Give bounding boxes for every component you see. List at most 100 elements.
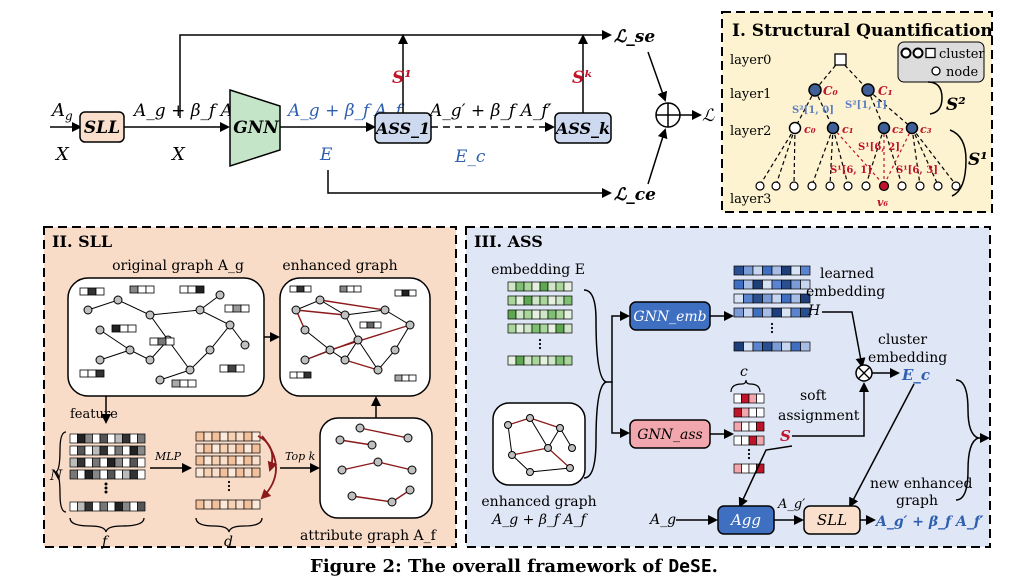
feature-cell	[137, 457, 146, 468]
s1-label-a: S¹[6, 2]	[858, 142, 900, 153]
feature-cell	[122, 433, 131, 444]
learned-cell	[790, 265, 801, 276]
embedding-cell	[523, 355, 533, 366]
ec-label: E_c	[454, 147, 486, 167]
ass1-label: ASS_1	[374, 119, 430, 138]
f-brace	[69, 517, 145, 533]
feature-cell	[107, 445, 116, 456]
assignment-dots	[747, 456, 751, 460]
c-brace	[730, 379, 761, 393]
learned-dots	[770, 326, 774, 330]
d-cell	[219, 467, 229, 478]
assignment-cell	[756, 435, 765, 446]
panel3-frame	[465, 226, 991, 548]
feature-cell	[114, 469, 123, 480]
learned-cell	[743, 341, 754, 352]
assignment-dots	[747, 452, 751, 456]
embedding-cell	[555, 323, 565, 334]
embedding-dots	[538, 338, 542, 342]
n-label: N	[49, 468, 63, 484]
feature-cell	[99, 433, 108, 444]
topk-curve-2	[260, 435, 277, 500]
embedding-cell	[531, 323, 541, 334]
feature-matrix	[69, 433, 146, 512]
d-cell	[211, 443, 221, 454]
l1-node-c0	[808, 83, 822, 97]
panel3-title: III. ASS	[474, 232, 543, 251]
embedding-cell	[547, 281, 557, 292]
layer3-label: layer3	[730, 192, 771, 207]
gnn-label: GNN	[233, 118, 280, 138]
legend-node-icon	[931, 66, 941, 76]
embedding-cell	[555, 295, 565, 306]
d-cell	[219, 443, 229, 454]
e-label: E	[319, 145, 333, 165]
original-feature-chips	[79, 285, 250, 388]
assignment-cell	[748, 407, 757, 418]
d-cell	[235, 431, 245, 442]
embedding-cell	[507, 281, 517, 292]
gnn-block	[229, 88, 281, 168]
embedding-cell	[523, 323, 533, 334]
ass-graph-nodes	[504, 414, 576, 476]
assignment-cell	[748, 421, 757, 432]
embedding-dots	[538, 346, 542, 350]
learned-cell	[762, 341, 773, 352]
d-cell	[227, 455, 237, 466]
learned-cell	[743, 265, 754, 276]
learned-cell	[790, 279, 801, 290]
embedding-cell	[507, 309, 517, 320]
embedding-cell	[539, 309, 549, 320]
legend-cluster-icon	[900, 47, 912, 59]
loss-se: ℒ_se	[614, 27, 655, 47]
feature-cell	[114, 501, 123, 512]
embedding-cell	[507, 355, 517, 366]
assignment-matrix	[733, 393, 765, 474]
feature-cell	[137, 445, 146, 456]
assignment-cell	[741, 435, 750, 446]
embedding-cell	[539, 355, 549, 366]
learned-cell	[771, 279, 782, 290]
feature-cell	[137, 469, 146, 480]
feature-cell	[77, 445, 86, 456]
leaf-v6	[878, 180, 890, 192]
feature-cell	[137, 433, 146, 444]
learned-cell	[790, 307, 801, 318]
d-cell	[195, 443, 205, 454]
panel-structural-quantification: I. Structural Quantification cluster nod…	[721, 11, 993, 213]
feature-cell	[114, 445, 123, 456]
learned-cell	[743, 279, 754, 290]
embedding-cell	[547, 355, 557, 366]
l1-c0-label: C₀	[823, 84, 839, 98]
brace-s1	[949, 129, 967, 197]
embedding-cell	[531, 281, 541, 292]
d-cell	[219, 431, 229, 442]
s1-label-c: S¹[6, 3]	[896, 165, 938, 176]
soft-label: soft	[800, 388, 827, 404]
embedding-cell	[539, 281, 549, 292]
feature-cell	[107, 501, 116, 512]
l2-label-2: c₂	[892, 123, 904, 136]
embedding-cell	[547, 323, 557, 334]
d-cell	[235, 455, 245, 466]
feature-cell	[129, 433, 138, 444]
embedding-cell	[507, 295, 517, 306]
new-graph-label: graph	[896, 493, 938, 509]
legend-root-icon	[925, 47, 936, 59]
feature-cell	[77, 501, 86, 512]
learned-cell	[733, 307, 744, 318]
feature-label: feature	[70, 407, 118, 422]
d-cell	[251, 467, 261, 478]
assignment-cell	[756, 407, 765, 418]
learned-cell	[733, 279, 744, 290]
d-cell	[211, 431, 221, 442]
d-label: d	[224, 534, 233, 550]
feature-cell	[69, 457, 78, 468]
attribute-nodes	[335, 423, 417, 507]
assignment-label: assignment	[778, 408, 860, 424]
l1-c1-label: C₁	[878, 84, 893, 98]
l1-node-c1	[861, 83, 875, 97]
sll-label: SLL	[84, 118, 120, 138]
embedding-cell	[563, 323, 573, 334]
